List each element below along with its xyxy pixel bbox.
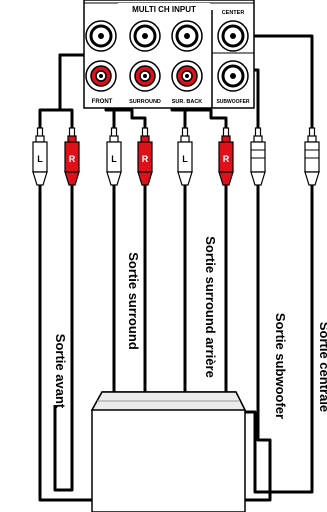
panel-title: MULTI CH INPUT (132, 5, 196, 14)
surround-right-jack (129, 60, 161, 92)
surround-jack-label: SURROUND (129, 99, 161, 105)
sur-back-right-plug: R (218, 127, 234, 186)
right-channel-marker: R (142, 154, 149, 164)
sur-back-left-plug: L (177, 127, 193, 186)
multi-ch-input-panel: MULTI CH INPUT CENTER FRONT SURROUND SUR… (83, 0, 255, 109)
surround-left-jack (129, 20, 161, 52)
front-left-jack (85, 20, 117, 52)
left-channel-marker: L (111, 154, 117, 164)
front-output-label: Sortie avant (53, 334, 68, 409)
surround-output-label: Sortie surround (126, 252, 141, 350)
surround-back-output-label: Sortie surround arrière (203, 236, 218, 378)
surround-left-plug: L (106, 127, 122, 186)
front-left-plug: L (32, 127, 48, 186)
subwoofer-jack-label: SUBWOOFER (216, 99, 249, 105)
sur-back-jack-label: SUR. BACK (172, 99, 203, 105)
front-right-plug: R (64, 127, 80, 186)
subwoofer-plug (250, 127, 266, 186)
center-jack-label: CENTER (222, 10, 245, 16)
surround-right-plug: R (137, 127, 153, 186)
source-device (90, 391, 247, 512)
front-jack-label: FRONT (92, 99, 113, 105)
center-jack (217, 20, 249, 52)
panel-frame (83, 0, 255, 109)
right-channel-marker: R (223, 154, 230, 164)
center-plug (304, 127, 320, 186)
right-channel-marker: R (69, 154, 76, 164)
subwoofer-output-label: Sortie subwoofer (273, 313, 288, 419)
cables (38, 34, 314, 502)
left-channel-marker: L (37, 154, 43, 164)
center-output-label: Sortie centrale (317, 322, 327, 412)
sur-back-left-jack (171, 20, 203, 52)
front-right-jack (85, 60, 117, 92)
sur-back-right-jack (171, 60, 203, 92)
left-channel-marker: L (182, 154, 188, 164)
subwoofer-jack (217, 60, 249, 92)
